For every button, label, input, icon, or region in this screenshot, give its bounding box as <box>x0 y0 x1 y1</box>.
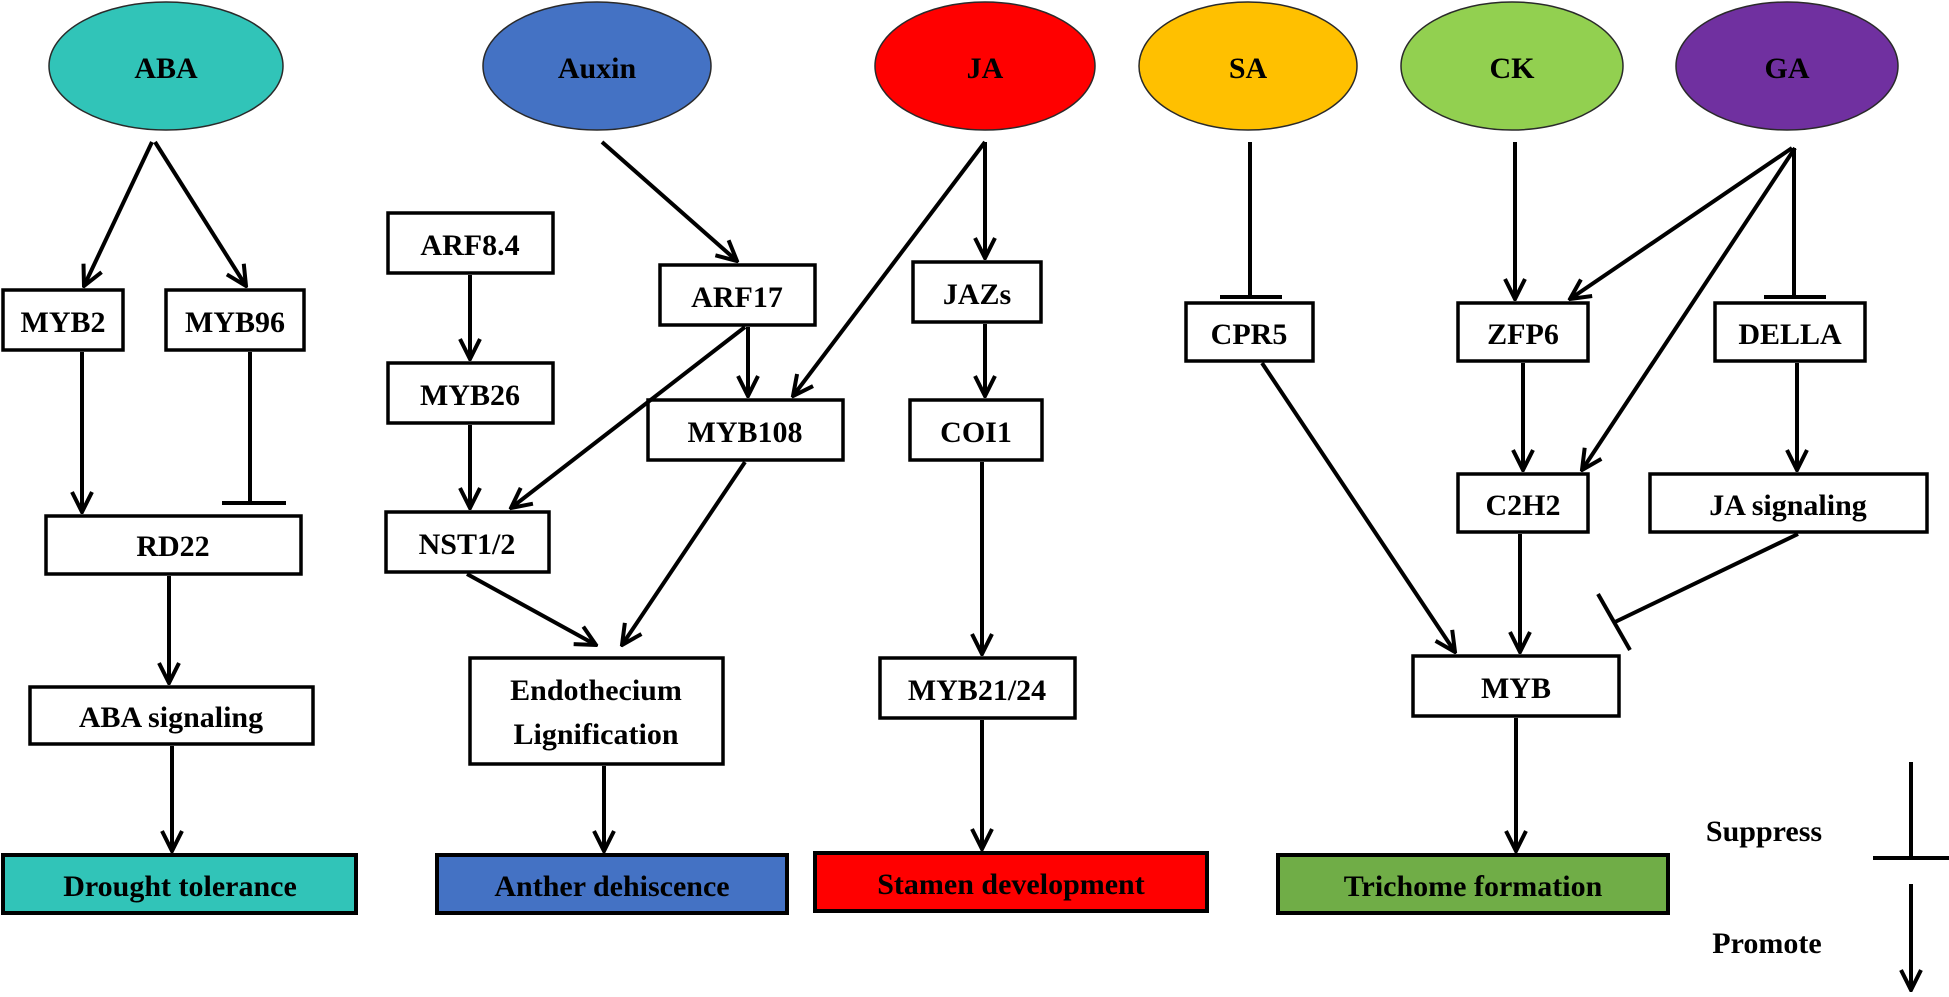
gene-box-myb96: MYB96 <box>164 288 306 352</box>
hormone-ja: JA <box>874 1 1096 131</box>
gene-box-zfp6: ZFP6 <box>1456 301 1590 363</box>
gene-label-arf84: ARF8.4 <box>420 229 519 262</box>
gene-box-c2h2: C2H2 <box>1456 472 1590 534</box>
gene-label-lignification: Lignification <box>513 718 678 751</box>
gene-box-jazs: JAZs <box>911 260 1043 324</box>
edge-ja-signaling-myb-inhibit <box>1614 532 1799 624</box>
hormone-sa-ellipse <box>1138 1 1358 131</box>
edge-ja-myb108 <box>793 140 987 396</box>
gene-box-arf84: ARF8.4 <box>386 211 555 275</box>
hormone-ck-ellipse <box>1400 1 1624 131</box>
gene-box-aba-signaling: ABA signaling <box>28 685 315 746</box>
hormone-ga-label: GA <box>1765 52 1810 85</box>
gene-label-c2h2: C2H2 <box>1486 489 1561 522</box>
edge-aba-myb2 <box>84 141 154 286</box>
hormone-ja-label: JA <box>967 52 1004 85</box>
gene-label-aba-signaling: ABA signaling <box>79 701 263 734</box>
legend: Suppress Promote <box>1706 762 1949 990</box>
gene-box-endothecium-lignification: Endothecium Lignification <box>468 656 725 766</box>
gene-box-myb108: MYB108 <box>646 398 845 462</box>
edge-arf17-nst12 <box>511 325 747 508</box>
gene-label-myb2124: MYB21/24 <box>908 674 1046 707</box>
outcome-drought-label: Drought tolerance <box>63 870 297 903</box>
edge-cpr5-myb <box>1260 361 1455 652</box>
hormone-aba-ellipse <box>48 1 284 131</box>
hormone-ja-ellipse <box>874 1 1096 131</box>
outcome-drought-tolerance: Drought tolerance <box>1 853 358 915</box>
hormone-sa-label: SA <box>1229 52 1268 85</box>
outcome-trichome-formation: Trichome formation <box>1276 853 1670 915</box>
gene-label-della: DELLA <box>1738 318 1842 351</box>
edge-ga-zfp6 <box>1570 146 1794 299</box>
legend-suppress-label: Suppress <box>1706 815 1822 848</box>
gene-box-rd22: RD22 <box>44 514 303 576</box>
hormone-sa: SA <box>1138 1 1358 131</box>
gene-label-myb26: MYB26 <box>420 379 520 412</box>
gene-box-della: DELLA <box>1713 301 1867 363</box>
gene-label-ja-signaling: JA signaling <box>1709 489 1867 522</box>
edge-ja-signaling-myb-bar <box>1596 593 1632 651</box>
gene-box-myb2124: MYB21/24 <box>878 656 1077 720</box>
hormone-ck: CK <box>1400 1 1624 131</box>
gene-box-myb: MYB <box>1411 654 1621 718</box>
legend-promote-label: Promote <box>1712 927 1821 960</box>
hormone-aba-label: ABA <box>134 52 198 85</box>
gene-label-myb96: MYB96 <box>185 306 285 339</box>
gene-label-cpr5: CPR5 <box>1211 318 1288 351</box>
edges <box>82 140 1826 851</box>
gene-box-myb2: MYB2 <box>1 288 125 352</box>
gene-label-rd22: RD22 <box>136 530 209 563</box>
gene-box-nst12: NST1/2 <box>384 510 551 574</box>
gene-label-zfp6: ZFP6 <box>1487 318 1559 351</box>
gene-label-myb2: MYB2 <box>21 306 106 339</box>
gene-label-jazs: JAZs <box>943 278 1011 311</box>
edge-ga-c2h2 <box>1582 146 1797 470</box>
edge-myb108-endothecium <box>622 460 747 645</box>
gene-box-arf17: ARF17 <box>658 263 817 327</box>
gene-label-arf17: ARF17 <box>691 281 783 314</box>
hormone-ck-label: CK <box>1490 52 1536 85</box>
outcome-anther-dehiscence: Anther dehiscence <box>435 853 789 915</box>
hormone-auxin: Auxin <box>482 1 712 131</box>
gene-box-cpr5: CPR5 <box>1184 301 1315 363</box>
edge-auxin-arf17 <box>600 140 737 261</box>
hormone-auxin-label: Auxin <box>558 52 637 85</box>
hormone-auxin-ellipse <box>482 1 712 131</box>
gene-label-myb108: MYB108 <box>688 416 803 449</box>
gene-label-myb: MYB <box>1481 672 1551 705</box>
gene-box-coi1: COI1 <box>908 398 1044 462</box>
hormone-ga: GA <box>1675 1 1899 131</box>
gene-box-ja-signaling: JA signaling <box>1648 472 1929 534</box>
hormone-aba: ABA <box>48 1 284 131</box>
gene-box-myb26: MYB26 <box>386 361 555 425</box>
outcome-trichome-label: Trichome formation <box>1344 870 1603 903</box>
edge-aba-myb96 <box>153 140 246 286</box>
outcome-stamen-label: Stamen development <box>877 868 1144 901</box>
gene-label-coi1: COI1 <box>940 416 1012 449</box>
hormone-ga-ellipse <box>1675 1 1899 131</box>
gene-label-endothecium: Endothecium <box>510 674 682 707</box>
gene-label-nst12: NST1/2 <box>419 528 516 561</box>
outcome-anther-label: Anther dehiscence <box>494 870 729 903</box>
outcome-stamen-development: Stamen development <box>813 851 1209 913</box>
edge-nst12-endothecium <box>466 572 596 645</box>
